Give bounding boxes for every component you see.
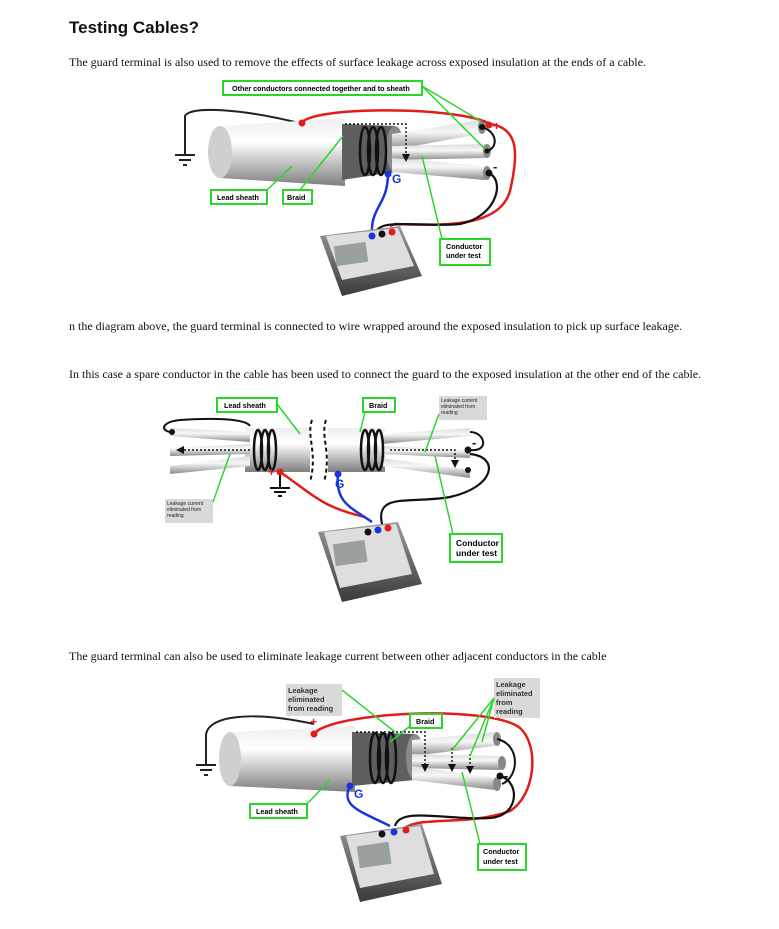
guard-label: G	[354, 787, 363, 801]
minus-sign: -	[493, 159, 497, 174]
callout-leak-right-line3: reading	[441, 410, 458, 416]
callout-leak-left-line2: eliminated	[288, 695, 325, 704]
minus-sign: -	[504, 768, 508, 783]
callout-leak-right-line1: Leakage	[496, 680, 526, 689]
label-conductor-line2: under test	[446, 251, 481, 260]
callout-leak-left-line3: from reading	[288, 704, 334, 713]
figure-surface-leakage: + - G Other conductors connected togethe…	[175, 80, 517, 296]
label-conductor-line1: Conductor	[446, 242, 483, 251]
paragraph-spare-conductor: In this case a spare conductor in the ca…	[69, 367, 702, 381]
paragraph-guard-wire: n the diagram above, the guard terminal …	[69, 319, 683, 333]
insulation-tester	[318, 522, 422, 602]
guard-label: G	[392, 172, 401, 186]
label-braid: Braid	[369, 401, 387, 410]
page-title: Testing Cables?	[69, 18, 200, 37]
label-conductor-line2: under test	[456, 548, 497, 558]
callout-leak-right-line2: eliminated	[496, 689, 533, 698]
callout-leak-left-line1: Leakage current	[167, 501, 204, 507]
paragraph-adjacent-conductors: The guard terminal can also be used to e…	[69, 649, 607, 663]
label-conductor-line1: Conductor	[456, 538, 500, 548]
plus-sign: +	[268, 465, 275, 479]
callout-leak-left-line3: reading	[167, 513, 184, 519]
callout-leak-right-line1: Leakage current	[441, 398, 478, 404]
plus-sign: +	[310, 715, 317, 729]
label-other-conductors: Other conductors connected together and …	[232, 84, 410, 93]
insulation-tester	[320, 226, 422, 296]
label-braid: Braid	[416, 717, 434, 726]
callout-leak-left-line1: Leakage	[288, 686, 318, 695]
callout-leak-right-line3: from	[496, 698, 513, 707]
paragraph-intro: The guard terminal is also used to remov…	[69, 55, 646, 69]
label-lead-sheath: Lead sheath	[256, 807, 298, 816]
label-lead-sheath: Lead sheath	[224, 401, 266, 410]
figure-spare-conductor: + G - Lead sheath Braid Leakage current …	[163, 396, 503, 602]
label-conductor-line1: Conductor	[483, 847, 520, 856]
figure-adjacent-leakage: + - G Leakage eliminated from reading Le…	[196, 678, 540, 902]
guard-label: G	[335, 477, 344, 491]
label-conductor-line2: under test	[483, 857, 518, 866]
callout-leak-left-line2: eliminated from	[167, 507, 201, 513]
insulation-tester	[340, 824, 442, 902]
plus-sign: +	[493, 119, 500, 133]
label-braid: Braid	[287, 193, 305, 202]
minus-sign: -	[472, 435, 476, 450]
callout-leak-right-line4: reading	[496, 707, 523, 716]
label-lead-sheath: Lead sheath	[217, 193, 259, 202]
callout-leak-right-line2: eliminated from	[441, 404, 475, 410]
